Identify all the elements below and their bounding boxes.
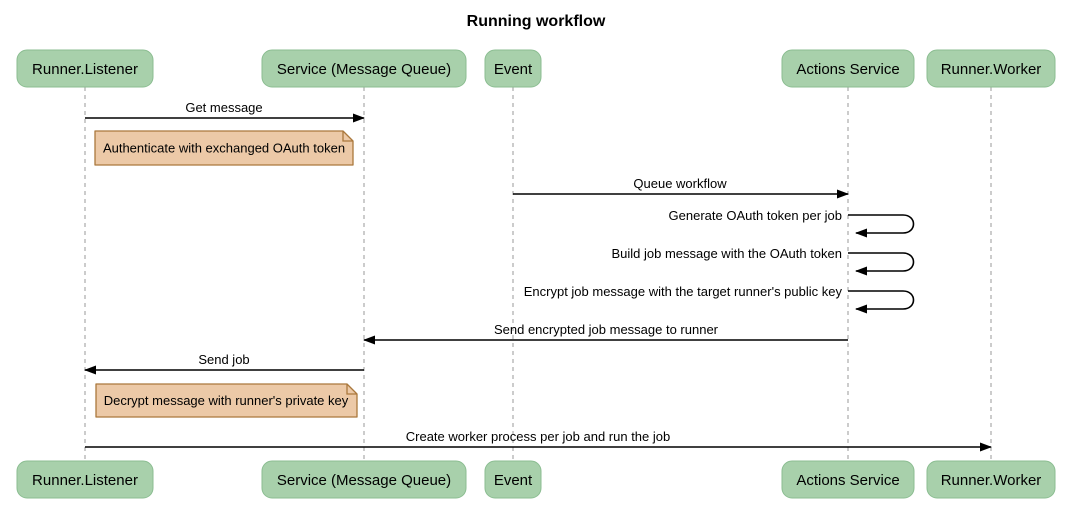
actor-bottom-service-message-queue-label: Service (Message Queue) xyxy=(277,472,451,489)
actor-bottom-runner-worker-label: Runner.Worker xyxy=(941,472,1042,489)
actor-bottom-runner-listener-label: Runner.Listener xyxy=(32,472,138,489)
diagram-title: Running workflow xyxy=(467,13,606,30)
message-label-send-job: Send job xyxy=(198,352,249,367)
actor-top-runner-worker-label: Runner.Worker xyxy=(941,61,1042,78)
actor-top-event-label: Event xyxy=(494,61,533,78)
actor-top-runner-worker xyxy=(926,49,1056,88)
actor-top-actions-service-label: Actions Service xyxy=(796,61,899,78)
actor-bottom-runner-worker xyxy=(926,460,1056,499)
note-decrypt-label: Decrypt message with runner's private ke… xyxy=(104,393,349,408)
actor-top-runner-listener xyxy=(16,49,154,88)
message-label-build-job-message: Build job message with the OAuth token xyxy=(611,246,842,261)
actor-bottom-actions-service xyxy=(781,460,915,499)
note-authenticate-fold-icon xyxy=(342,131,353,142)
message-label-encrypt-job-message: Encrypt job message with the target runn… xyxy=(524,284,843,299)
actor-top-event xyxy=(484,49,542,88)
actor-top-service-message-queue xyxy=(261,49,467,88)
message-label-create-worker: Create worker process per job and run th… xyxy=(406,429,670,444)
actor-bottom-event-label: Event xyxy=(494,472,533,489)
actor-top-service-message-queue-label: Service (Message Queue) xyxy=(277,61,451,78)
actor-bottom-actions-service-label: Actions Service xyxy=(796,472,899,489)
actor-bottom-runner-listener xyxy=(16,460,154,499)
message-label-get-message: Get message xyxy=(185,100,262,115)
actor-top-actions-service xyxy=(781,49,915,88)
note-authenticate xyxy=(94,130,354,166)
message-label-generate-oauth-token: Generate OAuth token per job xyxy=(669,208,842,223)
message-label-send-encrypted: Send encrypted job message to runner xyxy=(494,322,719,337)
message-label-queue-workflow: Queue workflow xyxy=(633,176,727,191)
note-decrypt-fold-icon xyxy=(346,384,357,395)
message-selfloop-generate-oauth-token xyxy=(848,214,915,238)
note-decrypt xyxy=(95,383,358,418)
actor-bottom-event xyxy=(484,460,542,499)
note-authenticate-label: Authenticate with exchanged OAuth token xyxy=(103,141,345,156)
message-selfloop-build-job-message xyxy=(848,252,915,276)
message-selfloop-encrypt-job-message xyxy=(848,290,915,314)
actor-bottom-service-message-queue xyxy=(261,460,467,499)
actor-top-runner-listener-label: Runner.Listener xyxy=(32,61,138,78)
